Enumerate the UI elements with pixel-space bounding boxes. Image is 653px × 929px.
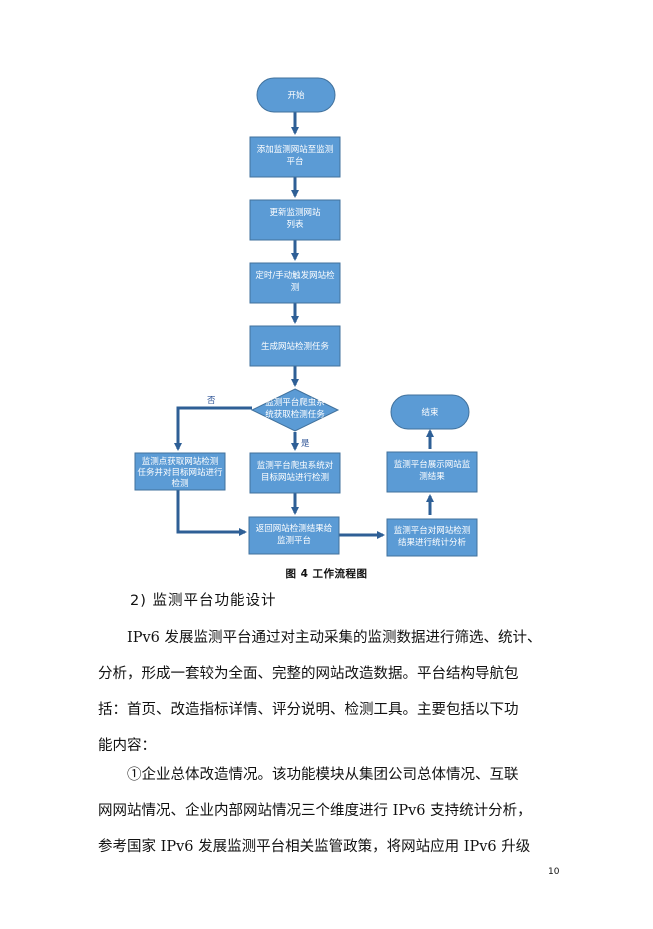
flow-connectors <box>174 112 434 539</box>
return-result-line2: 监测平台 <box>277 535 311 546</box>
display-result-box <box>386 451 478 493</box>
return-result-line1: 返回网站检测结果给 <box>256 523 333 534</box>
step-generate-task-box <box>249 325 341 367</box>
end-node <box>390 394 470 430</box>
return-result-box <box>248 516 340 555</box>
statistics-line1: 监测平台对网站检测 <box>394 525 471 536</box>
figure-caption: 图 4 工作流程图 <box>285 568 368 580</box>
decision-line2: 统获取检测任务 <box>265 409 325 420</box>
step-generate-task-line1: 生成网站检测任务 <box>261 341 330 352</box>
step-update-list-box <box>249 199 341 241</box>
step-update-list-line2: 列表 <box>286 219 304 230</box>
decision-line1: 监测平台爬虫系 <box>265 397 325 408</box>
left-branch-box <box>134 452 226 491</box>
paragraph-line: 分析，形成一套较为全面、完整的网站改造数据。平台结构导航包 <box>98 666 519 682</box>
paragraph-line: 括：首页、改造指标详情、评分说明、检测工具。主要包括以下功 <box>98 702 519 718</box>
step-trigger-line2: 测 <box>291 283 300 293</box>
step-trigger-line1: 定时/手动触发网站检 <box>255 270 335 281</box>
left-branch-line2: 任务并对目标网站进行 <box>137 467 223 478</box>
paragraph-line: 参考国家 IPv6 发展监测平台相关监管政策，将网站应用 IPv6 升级 <box>98 839 531 855</box>
step-update-list-line1: 更新监测网站 <box>269 207 321 218</box>
page-number: 10 <box>548 867 560 877</box>
left-branch-line3: 检测 <box>171 478 188 489</box>
paragraph-enterprise-overview: ①企业总体改造情况。该功能模块从集团公司总体情况、互联 网网站情况、企业内部网站… <box>98 757 558 865</box>
display-result-line1: 监测平台展示网站监 <box>394 459 471 470</box>
end-label: 结束 <box>421 407 439 418</box>
crawler-box <box>249 452 341 494</box>
crawler-line2: 目标网站进行检测 <box>261 472 329 483</box>
step-trigger-box <box>249 262 341 304</box>
no-label: 否 <box>207 396 216 406</box>
start-node <box>256 77 336 113</box>
statistics-box <box>386 518 478 557</box>
left-branch-line1: 监测点获取网站检测 <box>142 456 219 467</box>
paragraph-platform-intro: IPv6 发展监测平台通过对主动采集的监测数据进行筛选、统计、 分析，形成一套较… <box>98 620 558 764</box>
decision-diamond <box>250 388 340 432</box>
workflow-flowchart: 开始 结束 添加监测网站至监测 平台 更新监测网站 列表 定时/手动触发网站检 … <box>134 77 478 557</box>
statistics-line2: 结果进行统计分析 <box>398 537 467 548</box>
display-result-line2: 测结果 <box>419 471 445 482</box>
step-add-site-line2: 平台 <box>286 156 303 167</box>
paragraph-line: 能内容： <box>98 738 156 754</box>
start-label: 开始 <box>287 90 305 101</box>
step-add-site-box <box>249 136 341 178</box>
paragraph-line: IPv6 发展监测平台通过对主动采集的监测数据进行筛选、统计、 <box>127 630 542 646</box>
step-add-site-line1: 添加监测网站至监测 <box>257 144 334 155</box>
paragraph-line: 网网站情况、企业内部网站情况三个维度进行 IPv6 支持统计分析， <box>98 803 532 819</box>
section-heading: 2) 监测平台功能设计 <box>130 593 277 609</box>
yes-label: 是 <box>301 439 310 449</box>
crawler-line1: 监测平台爬虫系统对 <box>257 460 334 471</box>
paragraph-line: ①企业总体改造情况。该功能模块从集团公司总体情况、互联 <box>127 767 519 783</box>
